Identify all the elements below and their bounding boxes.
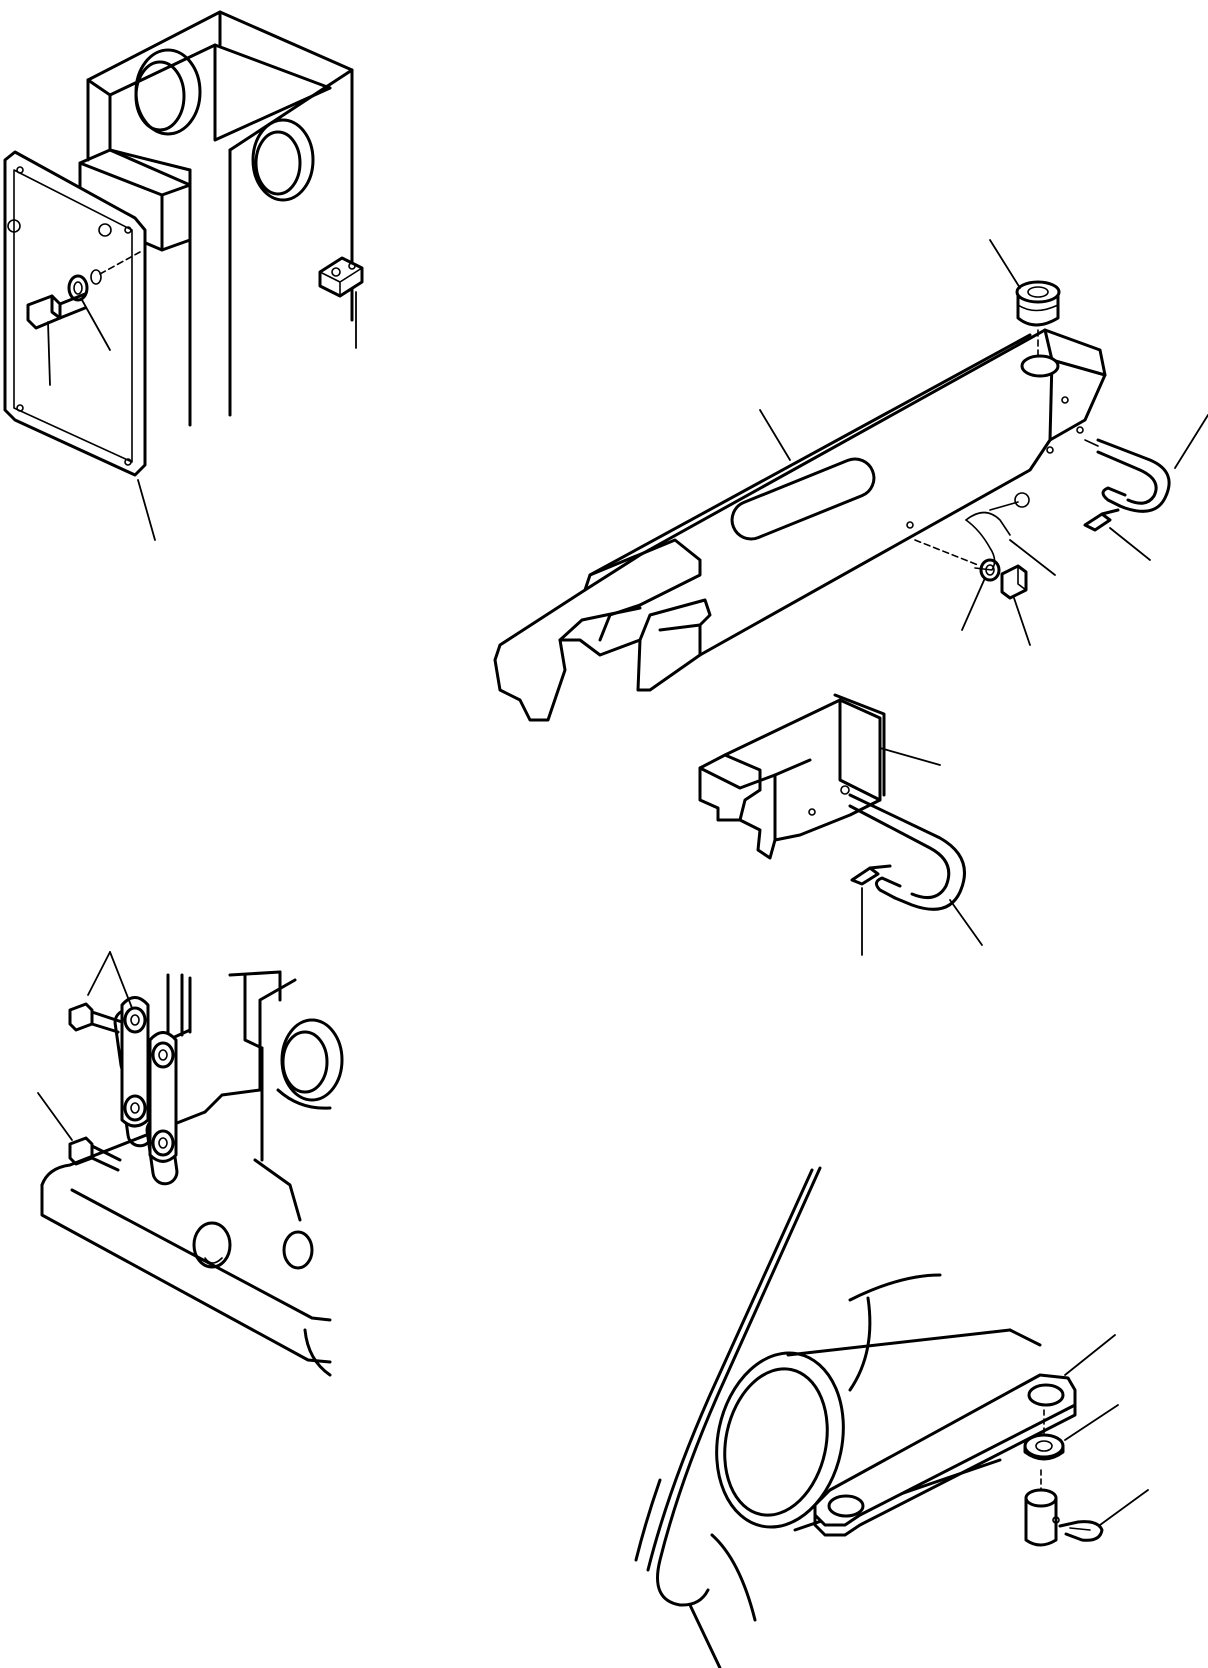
washer (1023, 1433, 1065, 1459)
plate-fasteners (26, 251, 141, 330)
bar-hole (1020, 354, 1060, 378)
tow-bar-slot (730, 457, 876, 541)
link-hole (827, 1494, 865, 1518)
plate-hole (7, 219, 21, 233)
clip (850, 864, 892, 886)
tow-bar (493, 328, 1107, 722)
tow-bar-body (493, 328, 1107, 722)
mast-leaders (47, 291, 357, 541)
hitch-body (698, 698, 882, 860)
hitch-block (698, 693, 886, 860)
bolt-head (68, 1002, 94, 1032)
mast-assembly (78, 10, 354, 427)
axle-leaders (1064, 1334, 1149, 1526)
mast-top-edge (86, 10, 354, 322)
tow-bar-cap (1015, 280, 1061, 378)
axle-link (813, 1373, 1104, 1547)
u-pin-outer (848, 793, 966, 911)
mast-bore-right (251, 118, 315, 202)
tow-bar-u-pin (1083, 438, 1171, 532)
axle-assembly (634, 1166, 1042, 1668)
plate-hole (98, 223, 112, 237)
hitch-leaders (861, 747, 983, 956)
link-hole (1027, 1383, 1065, 1407)
hitch-u-pin (848, 793, 966, 911)
bolt-head (1000, 564, 1028, 600)
base-front (40, 1183, 332, 1364)
tow-bar-leaders (759, 239, 1208, 646)
clip (1058, 1520, 1104, 1542)
wheel-rim-outer (656, 1166, 822, 1607)
washer (67, 274, 89, 302)
washer (979, 558, 1001, 582)
clip (1083, 508, 1120, 532)
pin (1024, 1496, 1058, 1547)
small-bracket (318, 256, 364, 298)
chain-leaders (37, 951, 133, 1141)
u-pin-outer (1096, 438, 1171, 513)
chain-assembly (40, 970, 344, 1377)
tow-bar-wire-bolt (914, 492, 1030, 600)
